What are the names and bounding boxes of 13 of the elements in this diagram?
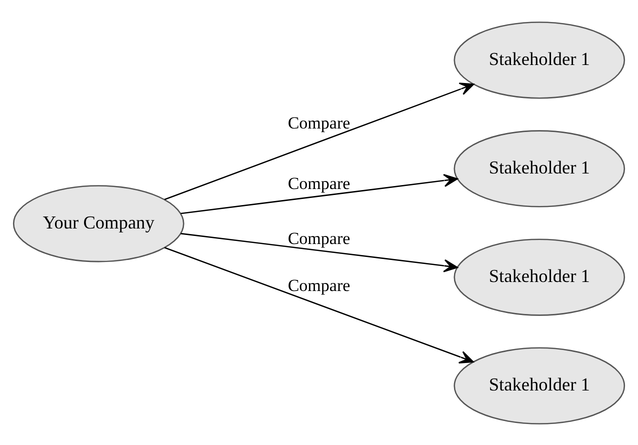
edge-label: Compare (288, 228, 350, 248)
edge-label: Compare (288, 173, 350, 192)
arrow (180, 173, 458, 214)
edge-label: Compare (288, 275, 350, 294)
arrow (180, 232, 458, 272)
edge-label: Compare (288, 113, 350, 132)
arrow (164, 246, 474, 363)
node-ellipse: Your Company (12, 184, 184, 262)
node-ellipse: Stakeholder 1 (454, 21, 626, 98)
node-ellipse: Stakeholder 1 (454, 238, 626, 316)
arrow (164, 82, 474, 200)
node-ellipse: Stakeholder 1 (454, 346, 626, 424)
node-ellipse: Stakeholder 1 (454, 130, 626, 207)
